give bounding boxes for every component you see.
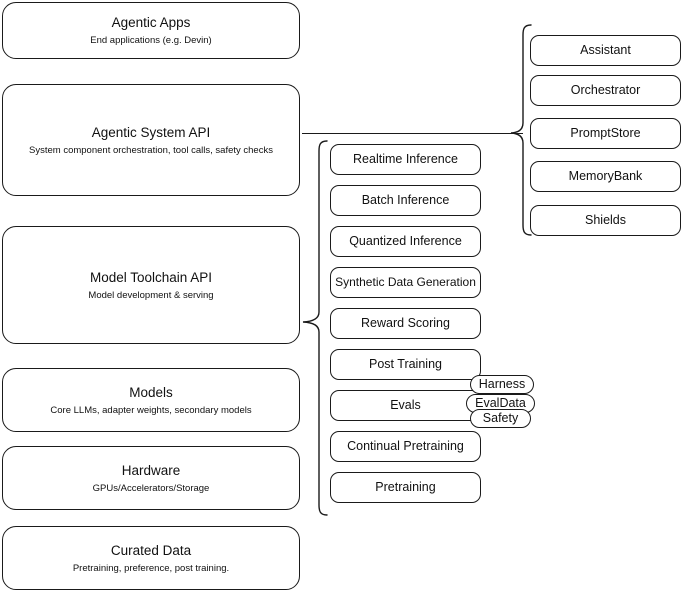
layer-subtitle: End applications (e.g. Devin) — [90, 35, 212, 46]
brace-toolchain — [302, 140, 328, 516]
layer-box-model-toolchain-api[interactable]: Model Toolchain API Model development & … — [2, 226, 300, 344]
layer-box-agentic-system-api[interactable]: Agentic System API System component orch… — [2, 84, 300, 196]
system-box-assistant[interactable]: Assistant — [530, 35, 681, 66]
toolchain-box-reward-scoring[interactable]: Reward Scoring — [330, 308, 481, 339]
toolchain-label: Batch Inference — [361, 193, 450, 207]
system-label: Shields — [585, 213, 626, 227]
connector-system-api-to-components — [302, 132, 523, 134]
layer-box-curated-data[interactable]: Curated Data Pretraining, preference, po… — [2, 526, 300, 590]
toolchain-box-realtime-inference[interactable]: Realtime Inference — [330, 144, 481, 175]
layer-title: Model Toolchain API — [89, 269, 213, 285]
eval-tag-label: Harness — [478, 377, 526, 392]
system-box-shields[interactable]: Shields — [530, 205, 681, 236]
toolchain-label: Post Training — [369, 357, 442, 371]
layer-subtitle: Model development & serving — [88, 289, 214, 301]
layer-subtitle: Pretraining, preference, post training. — [72, 562, 230, 574]
toolchain-box-evals[interactable]: Evals — [330, 390, 481, 421]
toolchain-label: Evals — [390, 398, 421, 412]
toolchain-box-continual-pretraining[interactable]: Continual Pretraining — [330, 431, 481, 462]
system-label: Assistant — [580, 43, 631, 57]
layer-box-models[interactable]: Models Core LLMs, adapter weights, secon… — [2, 368, 300, 432]
toolchain-label: Continual Pretraining — [347, 439, 464, 453]
layer-title: Agentic System API — [91, 124, 211, 140]
layer-title: Models — [129, 384, 173, 400]
eval-tag-harness[interactable]: Harness — [470, 375, 534, 394]
toolchain-label: Quantized Inference — [349, 234, 462, 248]
layer-subtitle: GPUs/Accelerators/Storage — [92, 482, 210, 494]
layer-box-agentic-apps[interactable]: Agentic Apps End applications (e.g. Devi… — [2, 2, 300, 59]
system-box-memorybank[interactable]: MemoryBank — [530, 161, 681, 192]
toolchain-box-pretraining[interactable]: Pretraining — [330, 472, 481, 503]
layer-title: Curated Data — [110, 542, 192, 558]
toolchain-box-post-training[interactable]: Post Training — [330, 349, 481, 380]
system-label: PromptStore — [570, 126, 641, 140]
system-label: MemoryBank — [568, 169, 643, 183]
toolchain-label: Synthetic Data Generation — [335, 275, 476, 289]
toolchain-box-quantized-inference[interactable]: Quantized Inference — [330, 226, 481, 257]
layer-box-hardware[interactable]: Hardware GPUs/Accelerators/Storage — [2, 446, 300, 510]
layer-title: Agentic Apps — [111, 15, 191, 30]
toolchain-box-batch-inference[interactable]: Batch Inference — [330, 185, 481, 216]
system-label: Orchestrator — [570, 83, 641, 97]
toolchain-box-synthetic-data-generation[interactable]: Synthetic Data Generation — [330, 267, 481, 298]
eval-tag-safety[interactable]: Safety — [470, 409, 531, 428]
toolchain-label: Realtime Inference — [353, 152, 458, 166]
toolchain-label: Reward Scoring — [361, 316, 450, 330]
eval-tag-label: Safety — [482, 411, 519, 426]
layer-subtitle: Core LLMs, adapter weights, secondary mo… — [50, 404, 252, 416]
eval-tag-label: EvalData — [475, 396, 526, 411]
brace-system-components — [510, 24, 532, 236]
system-box-promptstore[interactable]: PromptStore — [530, 118, 681, 149]
toolchain-label: Pretraining — [375, 480, 436, 494]
layer-title: Hardware — [121, 462, 181, 478]
layer-subtitle: System component orchestration, tool cal… — [29, 144, 273, 156]
system-box-orchestrator[interactable]: Orchestrator — [530, 75, 681, 106]
